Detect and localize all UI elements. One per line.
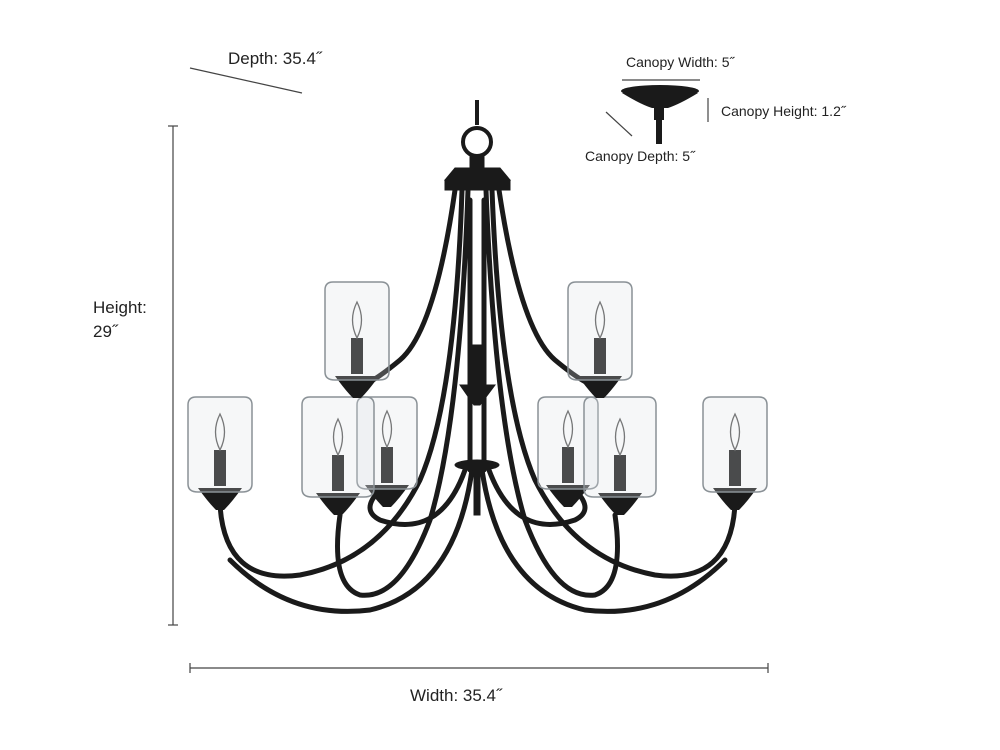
shade-3 <box>187 396 253 510</box>
canopy-height-label: Canopy Height: 1.2˝ <box>721 103 846 119</box>
height-value: 29˝ <box>93 322 118 341</box>
dimension-lines <box>168 67 769 673</box>
depth-label: Depth: 35.4˝ <box>228 49 322 68</box>
canopy-width-label: Canopy Width: 5˝ <box>626 54 735 70</box>
shade-8 <box>567 281 633 398</box>
shade-7 <box>324 281 390 398</box>
center-column <box>443 100 512 516</box>
width-label: Width: 35.4˝ <box>410 686 502 705</box>
height-label: Height: <box>93 298 147 317</box>
shade-5 <box>583 396 657 515</box>
canopy <box>621 85 699 144</box>
depth-line <box>189 67 303 94</box>
shade-4 <box>301 396 375 515</box>
shade-1 <box>356 396 418 507</box>
candle-shades <box>187 281 768 515</box>
canopy-depth-line <box>605 111 633 137</box>
shade-6 <box>702 396 768 510</box>
shade-2 <box>537 396 599 507</box>
canopy-depth-label: Canopy Depth: 5˝ <box>585 148 695 164</box>
